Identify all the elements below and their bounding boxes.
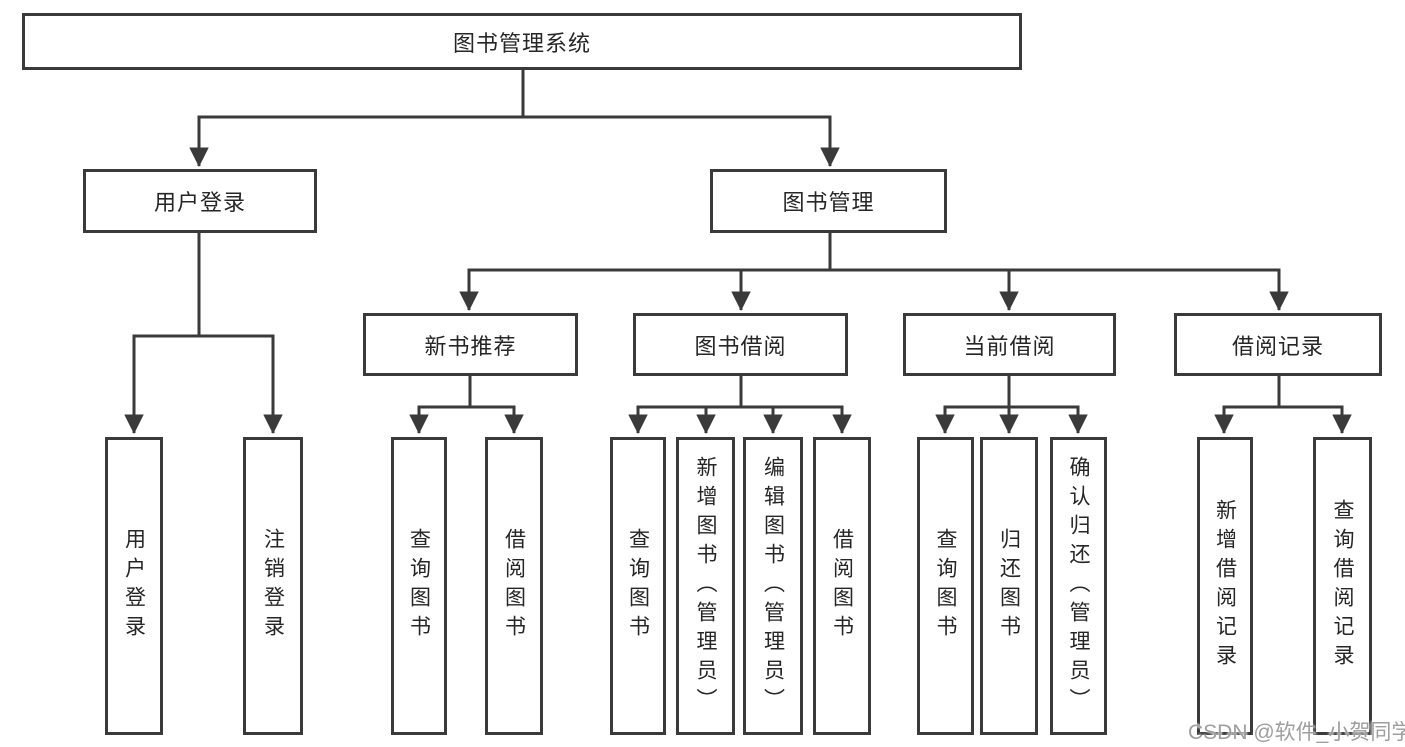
leaf-borrow-book: 借阅图书 — [813, 437, 871, 735]
node-user-login: 用户登录 — [83, 169, 317, 233]
leaf-current-query: 查询图书 — [917, 437, 974, 735]
node-borrow-record-label: 借阅记录 — [1231, 333, 1324, 359]
leaf-logout: 注销登录 — [243, 437, 303, 735]
leaf-newbook-borrow-label: 借阅图书 — [502, 528, 526, 644]
node-book-management: 图书管理 — [710, 169, 947, 233]
leaf-logout-label: 注销登录 — [261, 528, 285, 644]
node-user-login-label: 用户登录 — [153, 190, 246, 215]
leaf-newbook-query-label: 查询图书 — [407, 528, 431, 644]
leaf-record-add: 新增借阅记录 — [1197, 437, 1253, 735]
leaf-confirm-return-admin-label: 确认归还（管理员） — [1067, 455, 1090, 717]
csdn-watermark: CSDN @软件_小贺同学 — [1188, 721, 1405, 744]
leaf-record-query-label: 查询借阅记录 — [1331, 499, 1354, 673]
leaf-newbook-query: 查询图书 — [391, 437, 447, 735]
node-current-borrow-label: 当前借阅 — [963, 333, 1056, 359]
leaf-current-query-label: 查询图书 — [934, 528, 957, 644]
leaf-borrow-book-label: 借阅图书 — [830, 528, 854, 644]
node-book-borrow: 图书借阅 — [633, 313, 848, 376]
node-root-label: 图书管理系统 — [452, 30, 591, 56]
leaf-record-query: 查询借阅记录 — [1313, 437, 1372, 735]
leaf-user-login: 用户登录 — [105, 437, 163, 735]
leaf-return-book-label: 归还图书 — [997, 528, 1021, 644]
leaf-borrow-edit-admin: 编辑图书（管理员） — [743, 437, 803, 735]
leaf-borrow-query-label: 查询图书 — [626, 528, 650, 644]
node-borrow-record: 借阅记录 — [1174, 313, 1382, 376]
node-new-book-recommend-label: 新书推荐 — [424, 333, 517, 359]
leaf-record-add-label: 新增借阅记录 — [1213, 499, 1237, 673]
node-current-borrow: 当前借阅 — [903, 313, 1116, 376]
leaf-confirm-return-admin: 确认归还（管理员） — [1050, 437, 1107, 735]
leaf-return-book: 归还图书 — [980, 437, 1038, 735]
leaf-borrow-edit-admin-label: 编辑图书（管理员） — [761, 455, 785, 717]
leaf-borrow-add-admin-label: 新增图书（管理员） — [694, 455, 717, 717]
node-new-book-recommend: 新书推荐 — [363, 313, 578, 376]
leaf-borrow-query: 查询图书 — [610, 437, 666, 735]
node-book-management-label: 图书管理 — [782, 190, 875, 215]
leaf-user-login-label: 用户登录 — [122, 528, 146, 644]
node-root-system: 图书管理系统 — [22, 13, 1022, 70]
leaf-borrow-add-admin: 新增图书（管理员） — [676, 437, 735, 735]
node-book-borrow-label: 图书借阅 — [694, 333, 787, 359]
leaf-newbook-borrow: 借阅图书 — [485, 437, 543, 735]
